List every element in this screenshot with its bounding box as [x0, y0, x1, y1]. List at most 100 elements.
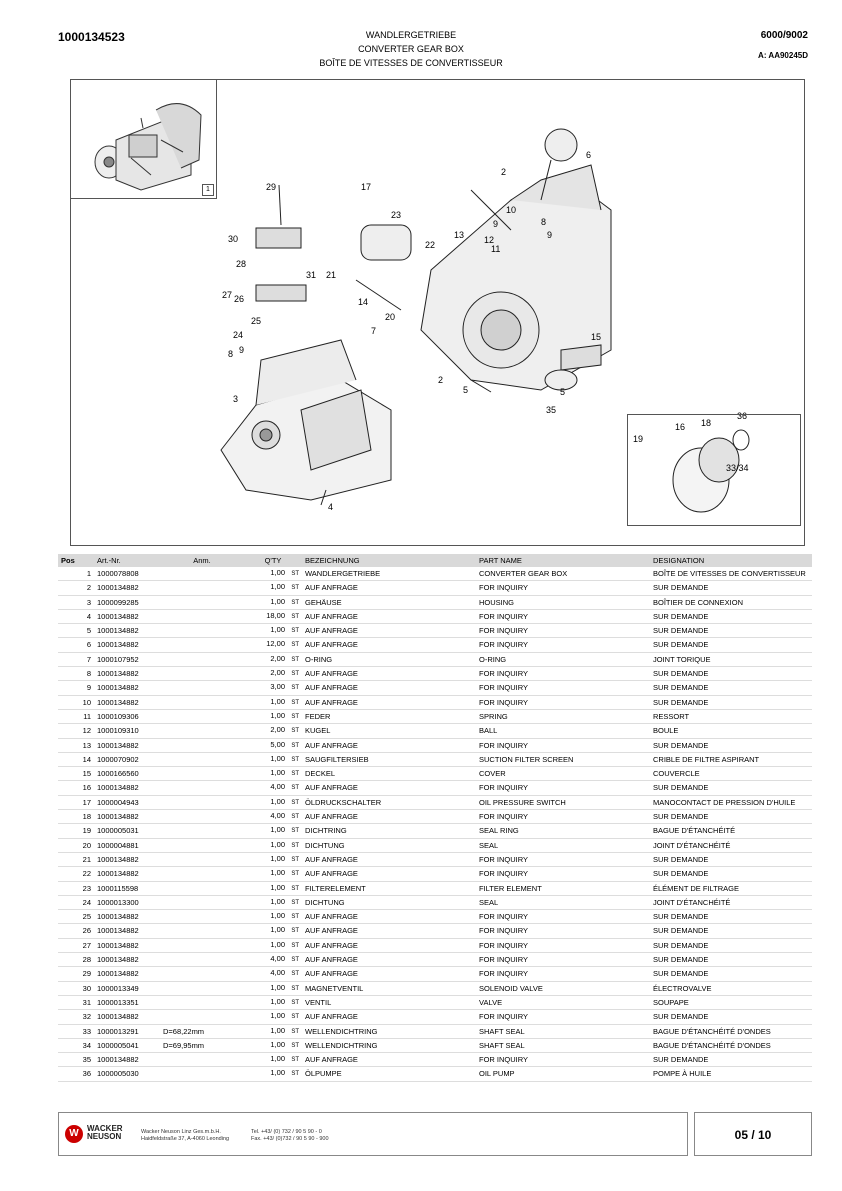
cell-qty-text: 1,00: [270, 696, 285, 706]
exploded-view-drawing: 2 6 29 17 23 10 8 9 9 13 12 11 30 22 28 …: [220, 128, 750, 513]
cell-pos-text: 20: [82, 840, 91, 850]
cell-bezeichnung: AUF ANFRAGE: [302, 738, 476, 752]
cell-bezeichnung-text: AUF ANFRAGE: [305, 740, 358, 750]
cell-designation: SUR DEMANDE: [650, 738, 812, 752]
company-street: Haidfeldstraße 37, A-4060 Leonding: [141, 1136, 230, 1142]
model-code: 6000/9002: [760, 30, 808, 41]
cell-art-nr-text: 1000134882: [97, 869, 139, 879]
cell-bezeichnung-text: AUF ANFRAGE: [305, 669, 358, 679]
cell-designation-text: SUR DEMANDE: [653, 669, 709, 679]
cell-pos-text: 19: [82, 826, 91, 836]
cell-designation-text: SOUPAPE: [653, 997, 689, 1007]
cell-qty-text: 1,00: [270, 825, 285, 835]
cell-art-nr: 1000134882: [94, 810, 160, 824]
cell-bezeichnung: KUGEL: [302, 724, 476, 738]
cell-pos-text: 32: [82, 1012, 91, 1022]
cell-bezeichnung: WANDLERGETRIEBE: [302, 567, 476, 581]
cell-anm: [160, 852, 244, 866]
unit-label: ST: [291, 814, 299, 821]
cell-qty-text: 2,00: [270, 725, 285, 735]
cell-part-name-text: FOR INQUIRY: [479, 740, 529, 750]
cell-anm: [160, 767, 244, 781]
cell-part-name-text: OIL PRESSURE SWITCH: [479, 797, 566, 807]
cell-part-name-text: FOR INQUIRY: [479, 669, 529, 679]
cell-part-name-text: FOR INQUIRY: [479, 683, 529, 693]
unit-label: ST: [291, 971, 299, 978]
cell-designation: SUR DEMANDE: [650, 638, 812, 652]
cell-bezeichnung: DECKEL: [302, 767, 476, 781]
cell-designation-text: ÉLÉMENT DE FILTRAGE: [653, 883, 739, 893]
cell-bezeichnung: GEHÄUSE: [302, 595, 476, 609]
cell-part-name: FOR INQUIRY: [476, 624, 650, 638]
cell-pos-text: 28: [82, 955, 91, 965]
cell-art-nr: 1000134882: [94, 1010, 160, 1024]
cell-pos-text: 21: [82, 854, 91, 864]
cell-designation-text: BAGUE D'ÉTANCHÉITÉ: [653, 826, 736, 836]
cell-part-name-text: SOLENOID VALVE: [479, 983, 543, 993]
cell-art-nr-text: 1000134882: [97, 1055, 139, 1065]
cell-part-name-text: SPRING: [479, 711, 508, 721]
cell-qty-text: 1,00: [270, 868, 285, 878]
cell-anm: D=68,22mm: [160, 1024, 244, 1038]
cell-art-nr-text: 1000134882: [97, 969, 139, 979]
cell-designation-text: SUR DEMANDE: [653, 611, 709, 621]
cell-bezeichnung: ÖLPUMPE: [302, 1067, 476, 1081]
cell-anm: [160, 638, 244, 652]
cell-pos-text: 11: [83, 711, 91, 721]
cell-qty-text: 1,00: [270, 925, 285, 935]
cell-anm: [160, 924, 244, 938]
callout-5b: 5: [560, 387, 565, 397]
header-art-nr: Art.-Nr.: [94, 554, 160, 567]
cell-art-nr: 1000134882: [94, 924, 160, 938]
cell-bezeichnung-text: AUF ANFRAGE: [305, 640, 358, 650]
cell-anm: [160, 824, 244, 838]
cell-bezeichnung-text: AUF ANFRAGE: [305, 783, 358, 793]
cell-art-nr: 1000134882: [94, 852, 160, 866]
cell-pos-text: 4: [86, 611, 91, 621]
cell-art-nr: 1000134882: [94, 609, 160, 623]
callout-17: 17: [361, 182, 371, 192]
unit-label: ST: [291, 1028, 299, 1035]
cell-art-nr-text: 1000013351: [97, 997, 139, 1007]
cell-art-nr-text: 1000115598: [97, 883, 139, 893]
cell-part-name: O-RING: [476, 652, 650, 666]
cell-bezeichnung: AUF ANFRAGE: [302, 638, 476, 652]
cell-part-name: FOR INQUIRY: [476, 924, 650, 938]
cell-part-name: FOR INQUIRY: [476, 852, 650, 866]
cell-part-name-text: FOR INQUIRY: [479, 926, 529, 936]
unit-label: ST: [291, 785, 299, 792]
cell-qty-text: 2,00: [270, 668, 285, 678]
cell-designation: SUR DEMANDE: [650, 1053, 812, 1067]
unit-label: ST: [291, 1042, 299, 1049]
cell-bezeichnung-text: AUF ANFRAGE: [305, 912, 358, 922]
cell-part-name-text: SEAL: [479, 840, 499, 850]
cell-qty-text: 1,00: [270, 710, 285, 720]
cell-designation-text: SUR DEMANDE: [653, 583, 709, 593]
cell-bezeichnung-text: KUGEL: [305, 726, 331, 736]
cell-pos-text: 15: [82, 769, 91, 779]
cell-part-name-text: FOR INQUIRY: [479, 969, 529, 979]
cell-anm: [160, 981, 244, 995]
cell-part-name-text: FOR INQUIRY: [479, 1055, 529, 1065]
cell-qty-text: 1,00: [270, 882, 285, 892]
cell-pos-text: 22: [82, 869, 91, 879]
cell-designation-text: SUR DEMANDE: [653, 697, 709, 707]
cell-designation: JOINT D'ÉTANCHÉITÉ: [650, 895, 812, 909]
cell-designation-text: SUR DEMANDE: [653, 812, 709, 822]
cell-art-nr-text: 1000013291: [97, 1026, 139, 1036]
cell-part-name: VALVE: [476, 995, 650, 1009]
